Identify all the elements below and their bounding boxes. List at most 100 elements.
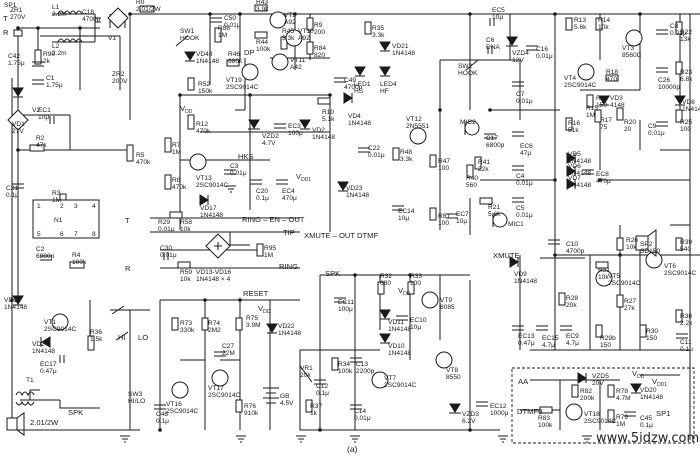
component-value: 100k bbox=[338, 368, 353, 375]
component-value: 3.3k bbox=[372, 32, 385, 39]
component-value: 0.01μ bbox=[536, 53, 553, 60]
ref-designator: SW1 bbox=[180, 28, 195, 35]
component-value: 10μ bbox=[38, 114, 49, 121]
ref-designator: L1 bbox=[52, 4, 60, 11]
component-value: 2.2m bbox=[52, 11, 67, 18]
resistor-R27 bbox=[616, 294, 624, 308]
net-LO: LO bbox=[138, 333, 148, 342]
ref-designator: R30 bbox=[646, 328, 658, 335]
svg-text:6: 6 bbox=[60, 231, 64, 238]
resistor-R38 bbox=[675, 309, 683, 323]
transistor-VT13 bbox=[189, 153, 207, 171]
capacitor-C5 bbox=[512, 197, 524, 203]
resistor-R75 bbox=[235, 317, 243, 331]
ref-designator: VZD5 bbox=[592, 373, 609, 380]
component-value: 100 bbox=[410, 280, 421, 287]
ref-designator: EC12 bbox=[490, 403, 507, 410]
capacitor-EC13 bbox=[512, 325, 524, 331]
component-value: 2200p bbox=[356, 368, 375, 375]
label-vd8: VD81N4148 bbox=[682, 99, 700, 113]
transistor-VT9 bbox=[421, 291, 439, 309]
transistor-VT11 bbox=[271, 53, 289, 71]
net-DTMF0: DTMF0 bbox=[517, 407, 542, 416]
ref-designator: R14 bbox=[598, 17, 610, 24]
transistor-symbols bbox=[51, 11, 663, 421]
diode-VD17 bbox=[199, 194, 209, 206]
component-value: 1N4148 bbox=[32, 348, 55, 355]
ref-designator: R58 bbox=[180, 219, 192, 226]
ref-designator: LED1 bbox=[354, 81, 371, 88]
diode-VD6 bbox=[566, 165, 576, 177]
net-SP1-right: SP1 bbox=[656, 409, 670, 418]
component-value: 27V bbox=[12, 128, 24, 135]
ref-designator: R73 bbox=[180, 320, 192, 327]
component-value: 2SC9014C bbox=[44, 326, 76, 333]
ref-designator: R90 bbox=[43, 51, 55, 58]
component-value: 8550 bbox=[446, 374, 461, 381]
resistor-R36 bbox=[87, 335, 95, 351]
component-value: 3.3k bbox=[282, 35, 295, 42]
net-TIP: TIP bbox=[283, 228, 295, 237]
net-HKS: HKS bbox=[238, 152, 254, 161]
ref-designator: VT1 bbox=[44, 319, 56, 326]
component-value: 1M bbox=[52, 197, 61, 204]
component-value: 1.75μ bbox=[46, 82, 63, 89]
component-value: 1N4148 bbox=[568, 158, 591, 165]
transistor-VT3 bbox=[625, 29, 643, 47]
ref-designator: C30 bbox=[160, 245, 172, 252]
component-value: 4148 bbox=[610, 102, 625, 109]
resistor-R28 bbox=[558, 292, 566, 306]
component-value: 0.01μ bbox=[368, 152, 385, 159]
component-value: 270V bbox=[10, 14, 26, 21]
transistor-VT2 bbox=[269, 11, 287, 29]
resistor-R73 bbox=[171, 317, 179, 331]
component-value: 910k bbox=[244, 410, 259, 417]
capacitor-EC4 bbox=[276, 179, 288, 185]
ref-designator: C13 bbox=[356, 361, 368, 368]
component-value: 1N4148 × 4 bbox=[196, 276, 231, 283]
ref-designator: C21 bbox=[6, 185, 18, 192]
capacitor-C21 bbox=[12, 183, 24, 189]
resistor-R79 bbox=[607, 409, 615, 423]
component-value: HF bbox=[380, 88, 389, 95]
ref-designator: VT16 bbox=[166, 401, 182, 408]
resistor-bodies bbox=[13, 4, 683, 423]
component-value: 470 bbox=[606, 76, 617, 83]
ref-designator: EC10 bbox=[410, 317, 427, 324]
ref-designator: EC6 bbox=[520, 143, 533, 150]
capacitor-C6 bbox=[487, 46, 493, 54]
ref-designator: VZD4 bbox=[512, 50, 529, 57]
component-value: A92 bbox=[284, 19, 296, 26]
diode-VD2 bbox=[299, 119, 311, 129]
ref-designator: C18 bbox=[82, 9, 94, 16]
net-SP1-left: 2.01/2W bbox=[30, 418, 59, 427]
